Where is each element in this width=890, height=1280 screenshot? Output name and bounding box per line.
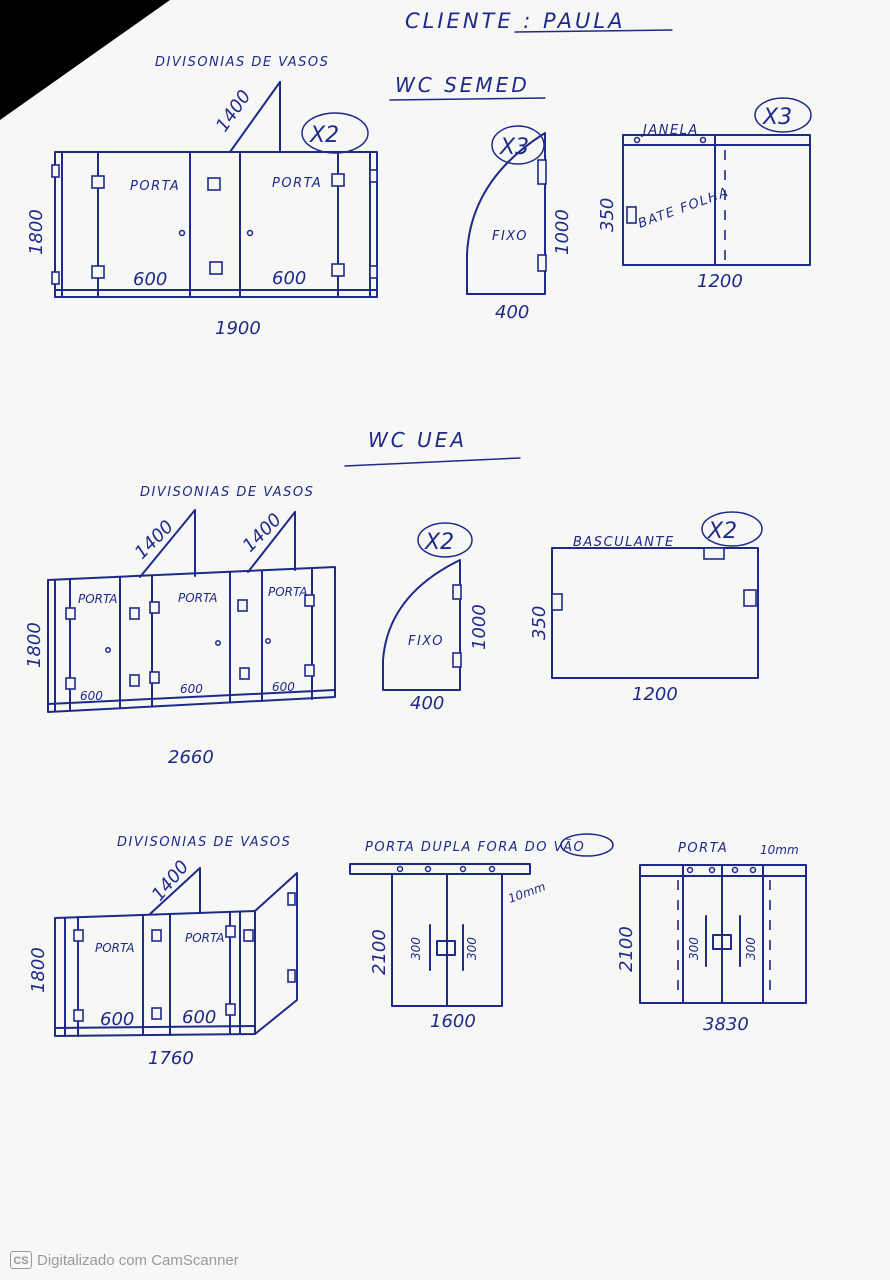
label-door-left: PORTA — [130, 179, 180, 194]
dim-height: 1000 — [469, 604, 490, 650]
dim-height: 1800 — [24, 622, 45, 668]
multiplier-circle — [417, 522, 473, 558]
drawing-door-fixed-sides: PORTA 10mm 300 300 2100 3830 — [616, 841, 807, 1035]
multiplier-circle — [701, 511, 763, 547]
drawing-window-semed: JANELA BATE FOLHA 350 1200 X3 — [597, 97, 812, 292]
drawing-double-door: PORTA DUPLA FORA DO VÃO 300 300 10mm 210… — [349, 833, 614, 1032]
dim-door-width-right: 600 — [272, 268, 306, 289]
title-underline — [514, 29, 673, 33]
drawing-partitions-third: DIVISONIAS DE VASOS PORTA PORTA 600 600 … — [28, 835, 298, 1069]
dim-handle-left: 300 — [409, 937, 423, 960]
section-underline — [389, 97, 546, 101]
multiplier: X3 — [762, 105, 792, 130]
multiplier: X3 — [499, 135, 529, 160]
drawing-fixed-panel-semed: FIXO 1000 400 X3 — [466, 125, 573, 323]
drawing-caption: DIVISONIAS DE VASOS — [140, 485, 314, 500]
dim-height: 2100 — [369, 929, 390, 975]
drawing-caption: DIVISONIAS DE VASOS — [117, 835, 291, 850]
watermark-text: Digitalizado com CamScanner — [37, 1251, 239, 1269]
label-door-a: PORTA — [78, 592, 117, 606]
dim-diagonal: 1400 — [212, 86, 255, 136]
camscanner-logo: CS — [10, 1251, 32, 1269]
dim-height: 1800 — [26, 209, 47, 255]
drawing-fixed-panel-uea: FIXO 1000 400 X2 — [382, 522, 490, 714]
dim-height: 1000 — [552, 209, 573, 255]
dim-height: 2100 — [616, 926, 637, 972]
dim-width: 1760 — [148, 1048, 194, 1069]
dim-height: 350 — [529, 606, 550, 640]
drawing-caption: DIVISONIAS DE VASOS — [155, 55, 329, 70]
section-title-wc-semed: WC SEMED — [395, 73, 530, 97]
dim-door-width-a: 600 — [100, 1009, 134, 1030]
label-fixed: FIXO — [492, 229, 528, 244]
dim-handle-right: 300 — [465, 937, 479, 960]
label-door-a: PORTA — [95, 941, 134, 955]
dim-door-width-b: 600 — [180, 682, 203, 696]
drawing-basculante-uea: BASCULANTE 350 1200 X2 — [529, 511, 763, 705]
label-fixed: FIXO — [408, 634, 444, 649]
dim-thickness: 10mm — [506, 879, 547, 905]
scan-corner-shadow — [0, 0, 170, 120]
section-title-wc-uea: WC UEA — [368, 428, 467, 452]
dim-handle-left: 300 — [687, 937, 701, 960]
label-door-right: PORTA — [272, 176, 322, 191]
label-bate-folha: BATE FOLHA — [636, 185, 731, 232]
dim-width: 1200 — [632, 684, 678, 705]
dim-door-width-left: 600 — [133, 269, 167, 290]
drawing-caption: PORTA — [678, 841, 728, 856]
multiplier-circle — [301, 112, 369, 154]
drawing-caption: PORTA DUPLA FORA DO VÃO — [365, 839, 585, 855]
multiplier: X2 — [309, 123, 339, 148]
dim-width: 1200 — [697, 271, 743, 292]
drawing-caption: BASCULANTE — [573, 535, 675, 550]
multiplier: X2 — [707, 519, 737, 544]
label-door-b: PORTA — [185, 931, 224, 945]
dim-width: 400 — [410, 693, 444, 714]
dim-width: 400 — [495, 302, 529, 323]
section-underline — [344, 457, 521, 467]
multiplier-circle — [754, 97, 812, 133]
dim-height: 350 — [597, 198, 618, 232]
label-door-c: PORTA — [268, 585, 307, 599]
scanner-watermark: CS Digitalizado com CamScanner — [10, 1250, 239, 1270]
client-title: CLIENTE : PAULA — [405, 9, 625, 33]
dim-width: 3830 — [703, 1014, 749, 1035]
dim-thickness: 10mm — [760, 843, 799, 857]
dim-height: 1800 — [28, 947, 49, 993]
dim-door-width-b: 600 — [182, 1007, 216, 1028]
label-door-b: PORTA — [178, 591, 217, 605]
dim-width: 1600 — [430, 1011, 476, 1032]
drawing-partitions-semed: DIVISONIAS DE VASOS PORTA PORTA 600 600 … — [26, 55, 378, 339]
multiplier: X2 — [424, 530, 454, 555]
dim-door-width-a: 600 — [80, 689, 103, 703]
dim-width: 2660 — [168, 747, 214, 768]
multiplier-circle — [491, 125, 545, 165]
dim-width: 1900 — [215, 318, 261, 339]
dim-handle-right: 300 — [744, 937, 758, 960]
drawing-partitions-uea: DIVISONIAS DE VASOS PORTA PORTA PORTA 60… — [24, 485, 336, 768]
dim-door-width-c: 600 — [272, 680, 295, 694]
